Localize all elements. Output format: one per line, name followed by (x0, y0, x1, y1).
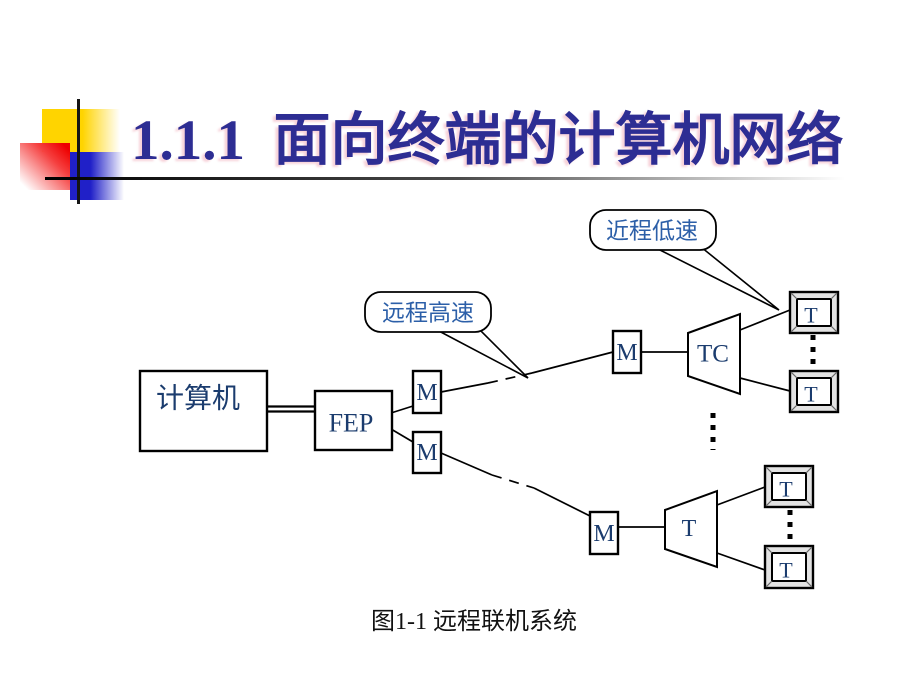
terminal-screen (796, 298, 832, 327)
terminal-controller-node: TC (687, 312, 741, 396)
terminal-node-1: T (788, 290, 840, 335)
modem-label: M (416, 380, 437, 406)
callout-local-low-speed: 近程低速 (589, 209, 780, 311)
callout-tail (655, 246, 780, 311)
fep-modem1-line (390, 405, 414, 414)
top-link-solid2 (531, 351, 614, 374)
callout-local-label: 近程低速 (606, 219, 698, 244)
modem-node-4: M (588, 510, 620, 556)
modem-box (588, 510, 620, 556)
tc-label: TC (697, 341, 729, 368)
callout-remote-label: 远程高速 (382, 301, 474, 326)
bottom-link-dashed (491, 474, 535, 489)
concentrator-label: T (682, 516, 697, 542)
concentrator-node: T (664, 489, 718, 569)
fep-box (313, 389, 394, 452)
modem-box (611, 329, 643, 375)
tc-terminal2-line (739, 377, 791, 392)
top-link-solid1 (440, 382, 489, 393)
terminal-node-4: T (763, 544, 815, 590)
modem-label: M (593, 521, 614, 547)
computer-node: 计算机 (138, 369, 269, 453)
tc-terminal1-line (739, 309, 791, 331)
bottom-link-solid2 (533, 487, 591, 517)
modem-label: M (416, 440, 437, 466)
t-terminal4-line (716, 552, 766, 571)
computer-label: 计算机 (156, 383, 240, 415)
terminal-node-2: T (788, 369, 840, 414)
modem-box (411, 369, 443, 415)
decor-vertical-line (77, 99, 80, 204)
callout-tail (433, 328, 529, 379)
terminal-label: T (779, 558, 793, 583)
terminal-node-3: T (763, 464, 815, 509)
figure-caption: 图1-1 远程联机系统 (371, 609, 577, 635)
t-terminal3-line (716, 486, 766, 506)
terminal-label: T (804, 303, 818, 328)
modem-label: M (616, 340, 637, 366)
modem-node-3: M (411, 430, 443, 475)
tc-trapezoid (687, 312, 741, 396)
fep-label: FEP (329, 409, 374, 438)
modem-node-1: M (411, 369, 443, 415)
modem-box (411, 430, 443, 475)
callout-bubble (589, 209, 717, 251)
callout-bubble (364, 291, 492, 333)
terminal-label: T (779, 477, 793, 502)
modem-node-2: M (611, 329, 643, 375)
decor-horizontal-rule (45, 177, 870, 180)
terminal-screen (771, 472, 807, 501)
fep-modem3-line (390, 428, 414, 443)
connector-lines (267, 309, 791, 571)
terminal-screen (796, 377, 832, 406)
callout-remote-high-speed: 远程高速 (364, 291, 529, 379)
t-trapezoid (664, 489, 718, 569)
terminal-label: T (804, 382, 818, 407)
bottom-link-solid1 (440, 452, 493, 476)
fep-node: FEP (313, 389, 394, 452)
decor-red-square (20, 143, 70, 190)
terminal-screen (771, 552, 807, 582)
page-title: 1.1.1 面向终端的计算机网络 (131, 109, 844, 172)
computer-box (138, 369, 269, 453)
